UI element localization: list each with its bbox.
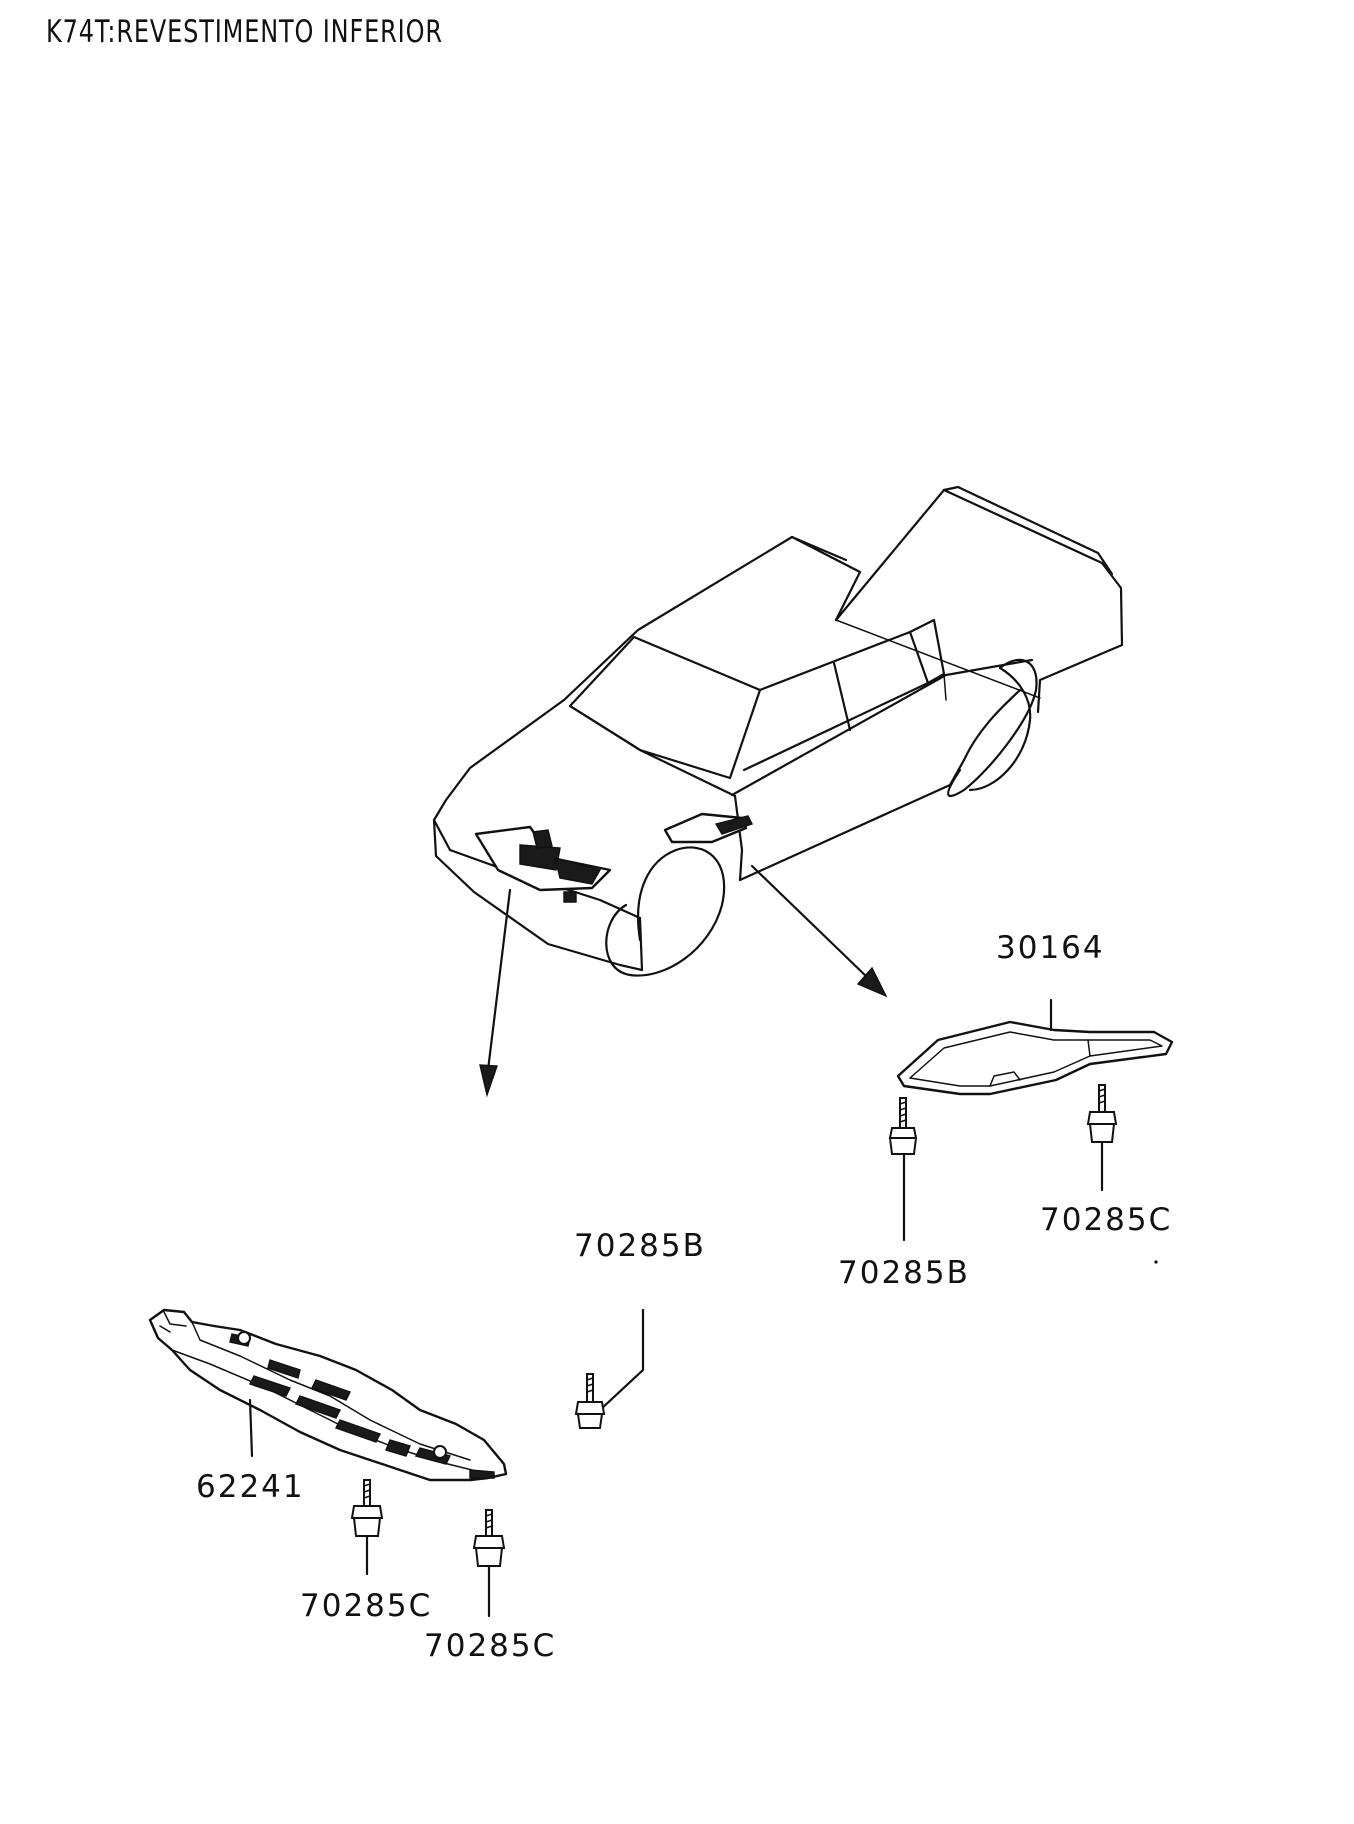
arrow-to-rear-cover xyxy=(750,864,870,980)
bolt-rear-left xyxy=(888,1097,918,1242)
arrow-head-front xyxy=(479,1064,498,1098)
truck-illustration xyxy=(432,485,1124,1098)
label-70285c-front-right: 70285C xyxy=(424,1628,556,1664)
front-under-cover xyxy=(148,1308,508,1482)
label-70285b-center: 70285B xyxy=(574,1228,706,1264)
arrow-head-rear xyxy=(856,966,888,998)
stray-dot xyxy=(1154,1260,1158,1264)
bolt-front-left xyxy=(350,1479,384,1576)
label-70285c-front-left: 70285C xyxy=(300,1588,432,1624)
page-title: K74T:REVESTIMENTO INFERIOR xyxy=(46,14,443,50)
label-70285b-rear: 70285B xyxy=(838,1255,970,1291)
bolt-rear-right xyxy=(1086,1084,1118,1192)
label-70285c-rear: 70285C xyxy=(1040,1202,1172,1238)
bolt-front-right xyxy=(472,1509,506,1618)
label-62241: 62241 xyxy=(196,1469,305,1505)
arrow-to-front-cover xyxy=(486,888,512,1072)
label-30164: 30164 xyxy=(996,930,1105,966)
bolt-center xyxy=(574,1308,645,1429)
truck-front-cover-marker xyxy=(474,825,612,903)
truck-rear-cover-marker xyxy=(663,812,753,844)
rear-under-cover xyxy=(896,1020,1174,1096)
